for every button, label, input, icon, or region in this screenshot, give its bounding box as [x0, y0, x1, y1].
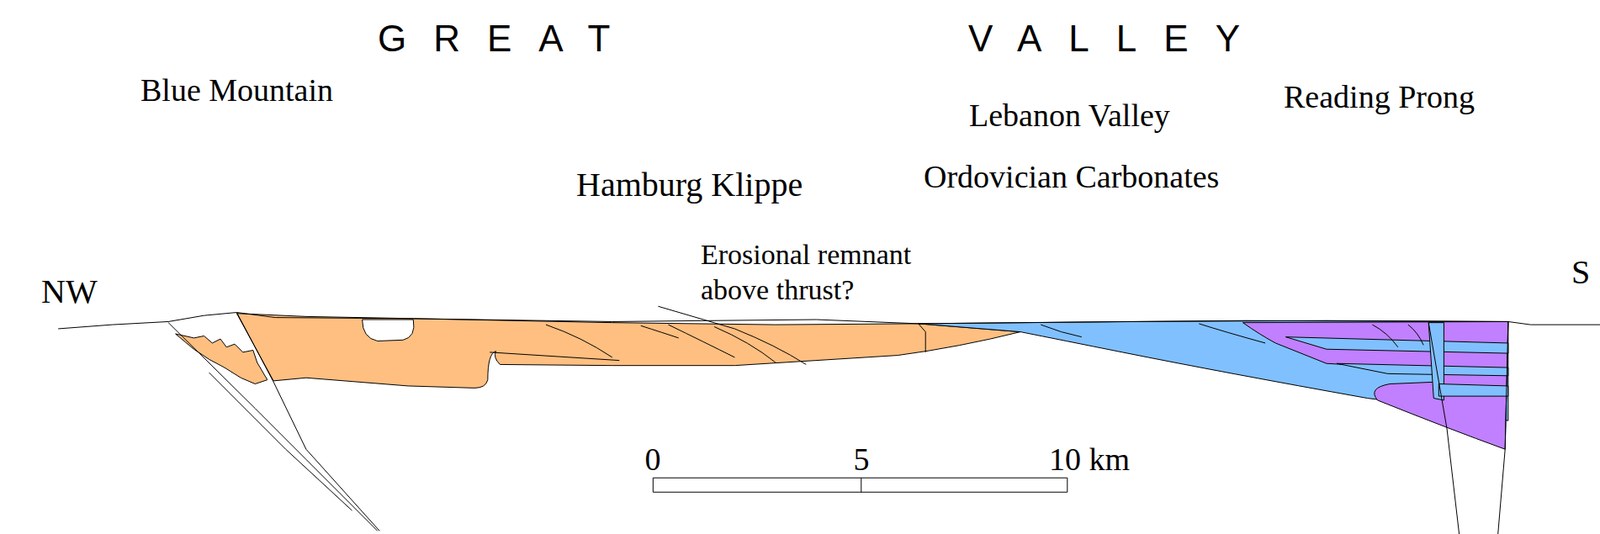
thrust-line [545, 324, 613, 358]
thrust-line [918, 323, 926, 353]
thrust-line [714, 327, 776, 363]
thrust-line [1198, 323, 1266, 344]
purple-unit [1242, 321, 1508, 450]
unit-label: Ordovician Carbonates [923, 158, 1219, 197]
thrust-line [668, 324, 736, 358]
place-label: Hamburg Klippe [576, 165, 803, 205]
blue-stripe [1336, 363, 1509, 377]
place-label: Reading Prong [1283, 79, 1475, 117]
note-label: Erosional remnant above thrust? [700, 237, 970, 308]
direction-label: S [1571, 253, 1590, 292]
scale-number: 0 [645, 441, 662, 479]
fault-line [1498, 321, 1509, 534]
orange-unit [236, 313, 1021, 389]
orange-sliver [175, 333, 268, 384]
thrust-line [1372, 324, 1398, 348]
fault-line [168, 323, 378, 532]
white-lens [362, 319, 414, 341]
thrust-line [489, 352, 620, 361]
direction-label: NW [41, 272, 98, 312]
fault-line [236, 312, 274, 383]
fault-line [273, 381, 380, 531]
thrust-line [641, 325, 679, 339]
thrust-line [1408, 324, 1424, 345]
place-label: Blue Mountain [140, 72, 334, 110]
scale-number: 5 [853, 441, 870, 479]
topography [58, 312, 1600, 329]
title: GREAT VALLEY [377, 18, 1267, 59]
scale-number: 10 km [1049, 441, 1130, 479]
scale-tick [860, 477, 862, 493]
fault-line [209, 372, 353, 511]
fault-line [1428, 323, 1459, 534]
thrust-line [657, 306, 806, 365]
scale-bar [652, 477, 1067, 493]
place-label: Lebanon Valley [969, 97, 1171, 135]
thrust-line [1040, 324, 1082, 338]
blue-stripe [1438, 384, 1508, 398]
